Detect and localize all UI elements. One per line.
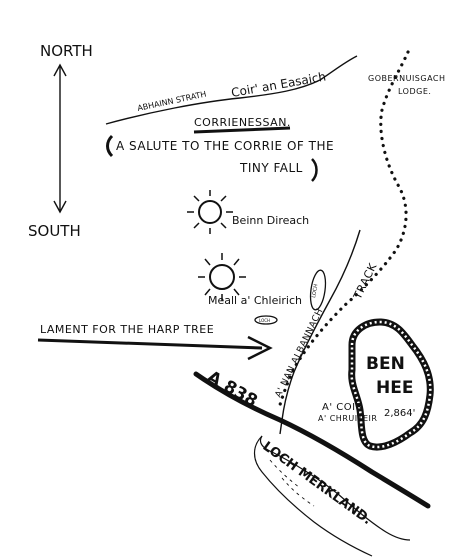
salute-bracket — [106, 134, 114, 158]
compass-north-label: NORTH — [40, 42, 93, 60]
label-lodge: LODGE. — [398, 87, 431, 96]
label-hee: HEE — [376, 378, 413, 398]
loch-merkland-shore-north — [259, 435, 411, 541]
label-a-nan-albannach: A' NAN ALBANNACH — [274, 307, 326, 399]
mountain-meall-chleirich — [198, 253, 246, 301]
corrienessan-underline — [193, 126, 291, 134]
compass-south-label: SOUTH — [28, 222, 81, 240]
label-small-loch-north: LOCH — [311, 283, 319, 298]
label-gobernuisgach: GOBERNUISGACH — [368, 74, 446, 83]
salute-bracket-close — [311, 158, 318, 182]
loch-merkland-shore-south — [253, 435, 373, 557]
label-abhainn-strath: ABHAINN STRATH — [137, 90, 208, 113]
label-ben: BEN — [366, 354, 405, 374]
label-loch-merkland: LOCH MERKLAND. — [260, 439, 375, 528]
label-track: TRACK — [351, 261, 380, 303]
loch-merkland-hatching — [269, 459, 315, 507]
label-small-loch-tiny: LOCH — [259, 318, 270, 323]
lament-arrow-shaft — [37, 338, 263, 350]
stream-albannach — [279, 229, 361, 435]
tune-lament: LAMENT FOR THE HARP TREE — [40, 323, 214, 336]
label-beinn-direach: Beinn Direach — [232, 214, 309, 227]
river-abhainn-strath — [105, 55, 358, 125]
ben-hee-massif — [348, 318, 434, 451]
label-a-coir: A' COIR — [322, 402, 363, 413]
label-a-chruiteir: A' CHRUITEIR — [318, 414, 377, 423]
mountain-beinn-direach — [187, 190, 233, 234]
dotted-track — [277, 50, 410, 410]
label-ben-hee-height: 2,864' — [384, 408, 415, 419]
tune-salute-line2: TINY FALL — [239, 161, 303, 175]
road-a838 — [193, 371, 431, 509]
label-coir-an-easaich: Coir' an Easaich — [230, 70, 327, 100]
compass-arrow — [53, 63, 67, 214]
tune-corrienessan: CORRIENESSAN. — [194, 116, 291, 129]
lament-arrow-head — [247, 335, 273, 361]
label-meall-chleirich: Meall a' Chleirich — [208, 294, 302, 307]
small-loch-north — [309, 269, 327, 311]
small-loch-tiny — [254, 315, 278, 325]
label-road-a838: A 838 — [204, 367, 261, 412]
tune-salute-line1: A SALUTE TO THE CORRIE OF THE — [116, 139, 334, 153]
